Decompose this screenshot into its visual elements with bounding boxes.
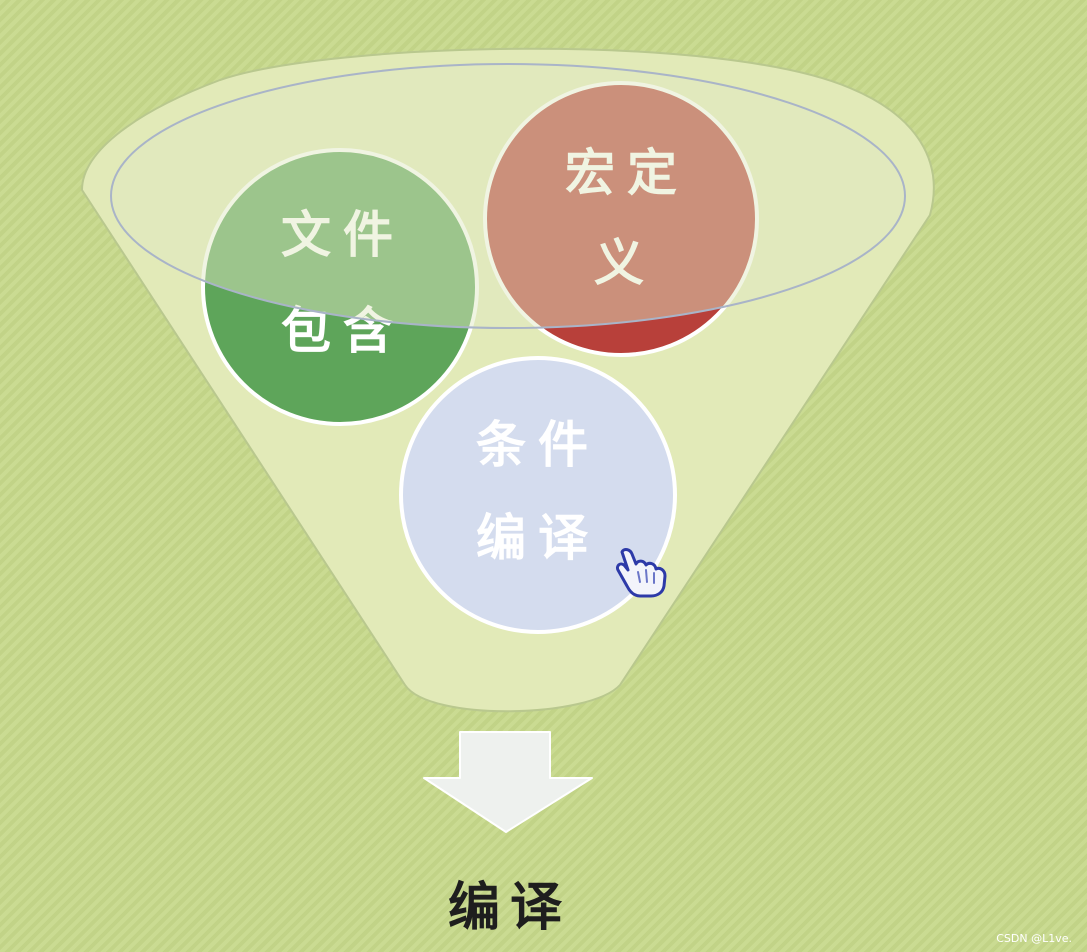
circle-conditional-compilation-line2: 编译 <box>476 508 600 567</box>
circle-file-include-line2: 包含 <box>281 301 405 360</box>
output-label-compile: 编译 <box>448 877 572 938</box>
circle-macro-definition-line2: 义 <box>594 233 656 292</box>
circle-macro-definition-line1: 宏定 <box>565 143 689 202</box>
watermark-text: CSDN @L1ve. <box>996 932 1072 945</box>
circle-macro-definition: 宏定 义 <box>483 81 759 357</box>
circle-macro-definition-shape <box>483 81 759 357</box>
circle-conditional-compilation: 条件 编译 <box>399 356 677 634</box>
circle-file-include-shape <box>201 148 479 426</box>
hand-pointer-icon <box>616 548 667 598</box>
circle-conditional-compilation-shape <box>399 356 677 634</box>
circle-file-include-line1: 文件 <box>281 205 405 264</box>
circle-conditional-compilation-line1: 条件 <box>476 415 600 474</box>
funnel-rim <box>110 63 906 329</box>
circle-file-include: 文件 包含 <box>201 148 479 426</box>
down-arrow-icon <box>423 731 593 833</box>
